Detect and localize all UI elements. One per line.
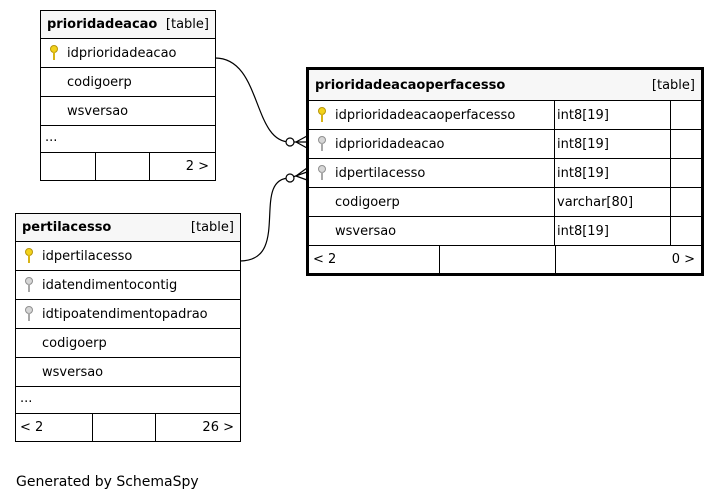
- column-row[interactable]: idtipoatendimentopadrao: [16, 300, 240, 329]
- child-count: 2 >: [149, 153, 215, 180]
- table-pertilacesso[interactable]: pertilacesso [table] idpertilacesso idat…: [15, 213, 241, 442]
- primary-key-icon: [309, 107, 335, 123]
- column-row[interactable]: idprioridadeacaoperfacesso int8[19]: [309, 101, 701, 130]
- relationship-prioridadeacao-optional-marker: [285, 137, 295, 147]
- relationship-pertilacesso-optional-marker: [285, 173, 295, 183]
- column-name: wsversao: [42, 364, 104, 380]
- column-row[interactable]: codigoerp: [41, 68, 215, 97]
- column-name: idpertilacesso: [42, 248, 133, 264]
- column-row[interactable]: idpertilacesso int8[19]: [309, 159, 701, 188]
- table-name: prioridadeacao: [47, 17, 158, 32]
- column-name: wsversao: [335, 223, 397, 239]
- column-extra-cell: [670, 159, 701, 187]
- relationship-pertilacesso: [239, 171, 308, 262]
- primary-key-icon: [16, 248, 42, 264]
- column-extra-cell: [670, 217, 701, 245]
- column-row[interactable]: idprioridadeacao: [41, 39, 215, 68]
- column-extra-cell: [670, 101, 701, 129]
- table-kind: [table]: [651, 77, 695, 93]
- parent-count: < 2: [20, 420, 44, 435]
- foreign-key-icon: [309, 136, 335, 152]
- table-header[interactable]: prioridadeacao [table]: [41, 11, 215, 39]
- child-count: 26 >: [155, 414, 240, 441]
- table-name: pertilacesso: [22, 220, 112, 235]
- column-type: int8[19]: [554, 101, 670, 129]
- column-name: codigoerp: [67, 74, 132, 90]
- more-columns: ...: [41, 126, 215, 153]
- table-footer: < 2 26 >: [16, 414, 240, 441]
- column-row[interactable]: wsversao: [16, 358, 240, 387]
- column-row[interactable]: idpertilacesso: [16, 242, 240, 271]
- column-extra-cell: [670, 130, 701, 158]
- table-prioridadeacao[interactable]: prioridadeacao [table] idprioridadeacao …: [40, 10, 216, 181]
- column-row[interactable]: idprioridadeacao int8[19]: [309, 130, 701, 159]
- column-name: codigoerp: [42, 335, 107, 351]
- column-name: wsversao: [67, 103, 129, 119]
- column-type: int8[19]: [554, 159, 670, 187]
- table-name: prioridadeacaoperfacesso: [315, 77, 506, 93]
- primary-key-icon: [41, 45, 67, 61]
- column-name: idatendimentocontig: [42, 277, 178, 293]
- table-header[interactable]: pertilacesso [table]: [16, 214, 240, 242]
- more-columns: ...: [16, 387, 240, 414]
- column-extra-cell: [670, 188, 701, 216]
- parent-count: < 2: [313, 252, 337, 267]
- child-count: 0 >: [555, 246, 701, 273]
- column-type: int8[19]: [554, 130, 670, 158]
- column-row[interactable]: wsversao: [41, 97, 215, 126]
- table-footer: < 2 0 >: [309, 246, 701, 273]
- foreign-key-icon: [309, 165, 335, 181]
- column-name: idprioridadeacaoperfacesso: [335, 107, 516, 123]
- relationship-prioridadeacao-crowfoot: [295, 135, 308, 149]
- table-header[interactable]: prioridadeacaoperfacesso [table]: [309, 70, 701, 101]
- foreign-key-icon: [16, 306, 42, 322]
- footer-cell: [95, 153, 149, 180]
- column-name: idpertilacesso: [335, 165, 426, 181]
- column-row[interactable]: codigoerp varchar[80]: [309, 188, 701, 217]
- column-name: idprioridadeacao: [335, 136, 445, 152]
- table-prioridadeacaoperfacesso[interactable]: prioridadeacaoperfacesso [table] idprior…: [306, 67, 704, 276]
- relationship-prioridadeacao: [214, 57, 307, 143]
- column-name: codigoerp: [335, 194, 400, 210]
- relationship-pertilacesso-crowfoot: [295, 167, 308, 181]
- footer-cell: [439, 246, 555, 273]
- footer-cell: [92, 414, 155, 441]
- column-name: idprioridadeacao: [67, 45, 177, 61]
- generator-caption: Generated by SchemaSpy: [16, 474, 199, 490]
- table-footer: 2 >: [41, 153, 215, 180]
- column-name: idtipoatendimentopadrao: [42, 306, 208, 322]
- column-row[interactable]: idatendimentocontig: [16, 271, 240, 300]
- footer-cell: [41, 153, 95, 180]
- column-row[interactable]: wsversao int8[19]: [309, 217, 701, 246]
- column-type: int8[19]: [554, 217, 670, 245]
- foreign-key-icon: [16, 277, 42, 293]
- table-kind: [table]: [190, 220, 234, 235]
- column-type: varchar[80]: [554, 188, 670, 216]
- table-kind: [table]: [165, 17, 209, 32]
- column-row[interactable]: codigoerp: [16, 329, 240, 358]
